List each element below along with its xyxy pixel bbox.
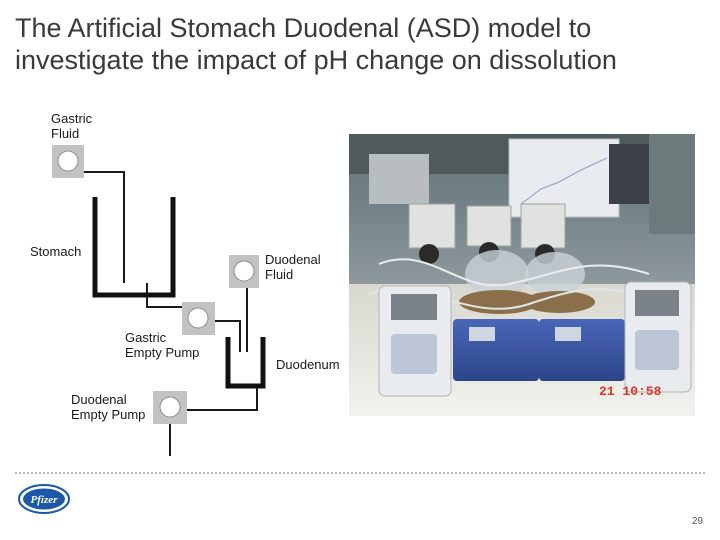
gastric-empty-pump-box — [182, 302, 215, 335]
slide-title-line-1: The Artificial Stomach Duodenal (ASD) mo… — [15, 13, 592, 43]
pfizer-logo-mark: Pfizer — [18, 484, 70, 514]
gastric-fluid-box — [52, 145, 84, 178]
photo-timestamp: 21 10:58 — [599, 384, 662, 399]
lab-setup-photo: 21 10:58 — [349, 134, 695, 416]
label-stomach: Stomach — [30, 244, 81, 259]
slide-title: The Artificial Stomach Duodenal (ASD) mo… — [15, 12, 705, 76]
gastric-fluid-line — [84, 171, 125, 283]
label-duodenal-fluid-2: Fluid — [265, 267, 293, 282]
duodenal-fluid-box — [229, 255, 259, 288]
footer-divider — [15, 472, 705, 474]
label-duodenal-empty-pump-1: Duodenal — [71, 392, 127, 407]
gastric-pump-to-duodenum-line — [215, 320, 241, 352]
asd-schematic: Gastric Fluid Stomach Duodenal Fluid Gas… — [30, 111, 340, 456]
duodenum-vessel — [225, 337, 266, 389]
label-gastric-fluid-2: Fluid — [51, 126, 79, 141]
lab-photo-illustration — [349, 134, 695, 416]
duodenal-fluid-line — [242, 285, 248, 352]
label-duodenal-fluid-1: Duodenal — [265, 252, 321, 267]
svg-text:Pfizer: Pfizer — [31, 494, 59, 506]
label-gastric-empty-pump-2: Empty Pump — [125, 345, 199, 360]
pfizer-logo: Pfizer — [18, 484, 70, 514]
slide-title-line-2: investigate the impact of pH change on d… — [15, 45, 617, 75]
label-gastric-empty-pump-1: Gastric — [125, 330, 167, 345]
label-duodenal-empty-pump-2: Empty Pump — [71, 407, 145, 422]
page-number: 29 — [691, 516, 703, 527]
label-duodenum: Duodenum — [276, 357, 340, 372]
stomach-vessel — [92, 197, 176, 298]
label-gastric-fluid-1: Gastric — [51, 111, 93, 126]
stomach-outlet-line — [146, 283, 195, 308]
duodenum-outlet-line — [187, 385, 258, 411]
duodenal-empty-pump-box — [153, 391, 187, 424]
